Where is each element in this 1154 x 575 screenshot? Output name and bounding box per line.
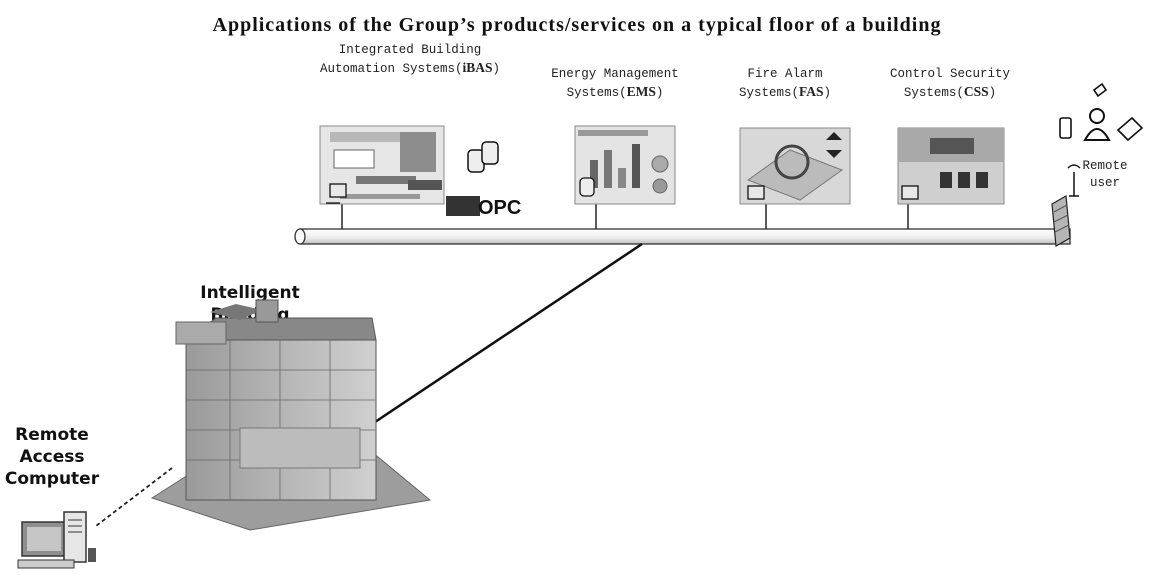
ems-screenshot <box>574 125 676 205</box>
ibas-abbr: iBAS <box>462 60 493 75</box>
ibas-label-line2: Automation Systems( <box>319 62 463 76</box>
user-icon <box>1083 108 1111 141</box>
ems-abbr: EMS <box>626 84 656 99</box>
remote-user-label: Remote user <box>1070 158 1140 192</box>
ibas-label: Integrated Building Automation Systems(i… <box>300 42 520 78</box>
css-close: ) <box>988 86 997 100</box>
remote-access-computer-icon <box>17 511 96 569</box>
intelligent-building-line1: Intelligent <box>200 283 300 303</box>
diagram-title: Applications of the Group’s products/ser… <box>212 14 942 36</box>
laptop-icon <box>1116 116 1144 142</box>
css-abbr: CSS <box>963 84 989 99</box>
fas-abbr: FAS <box>798 84 824 99</box>
opc-logo: OPC <box>446 196 521 219</box>
ibas-label-line1: Integrated Building <box>338 43 482 57</box>
css-label-line1: Control Security <box>889 67 1011 81</box>
remote-user-line1: Remote <box>1082 159 1128 173</box>
intelligent-building-illustration <box>150 299 432 531</box>
remote-access-line1: Remote <box>15 425 89 445</box>
ems-label: Energy Management Systems(EMS) <box>540 66 690 102</box>
opc-logo-text: OPC <box>478 197 521 219</box>
ibas-close: ) <box>492 62 501 76</box>
fas-label: Fire Alarm Systems(FAS) <box>720 66 850 102</box>
bus-drop-lines <box>341 200 909 229</box>
css-label-line2-wrap: Systems(CSS) <box>875 83 1025 102</box>
fas-label-line2-wrap: Systems(FAS) <box>720 83 850 102</box>
remote-access-link <box>95 467 173 527</box>
firewall-icon <box>1051 195 1071 247</box>
remote-access-label: Remote Access Computer <box>0 424 104 490</box>
bus-to-building-link <box>359 242 643 434</box>
fas-screenshot <box>739 127 851 205</box>
ibas-workstation-icon <box>326 183 347 204</box>
network-bus <box>294 228 1071 245</box>
remote-user-line2: user <box>1089 176 1120 190</box>
fas-close: ) <box>823 86 832 100</box>
ibas-label-line2-wrap: Automation Systems(iBAS) <box>300 59 520 78</box>
css-label-line2: Systems( <box>903 86 964 100</box>
ems-close: ) <box>655 86 664 100</box>
ems-label-line1: Energy Management <box>551 67 679 81</box>
server-icon <box>467 141 499 173</box>
phone-icon <box>1059 117 1072 139</box>
antenna-icon <box>1067 164 1081 197</box>
remote-access-line2: Access <box>19 447 85 467</box>
fas-label-line1: Fire Alarm <box>747 67 823 81</box>
ems-label-line2-wrap: Systems(EMS) <box>540 83 690 102</box>
remote-access-line3: Computer <box>4 469 100 489</box>
pda-icon <box>1092 82 1108 98</box>
css-screenshot <box>897 127 1005 205</box>
ems-label-line2: Systems( <box>566 86 627 100</box>
css-label: Control Security Systems(CSS) <box>875 66 1025 102</box>
fas-label-line2: Systems( <box>738 86 799 100</box>
